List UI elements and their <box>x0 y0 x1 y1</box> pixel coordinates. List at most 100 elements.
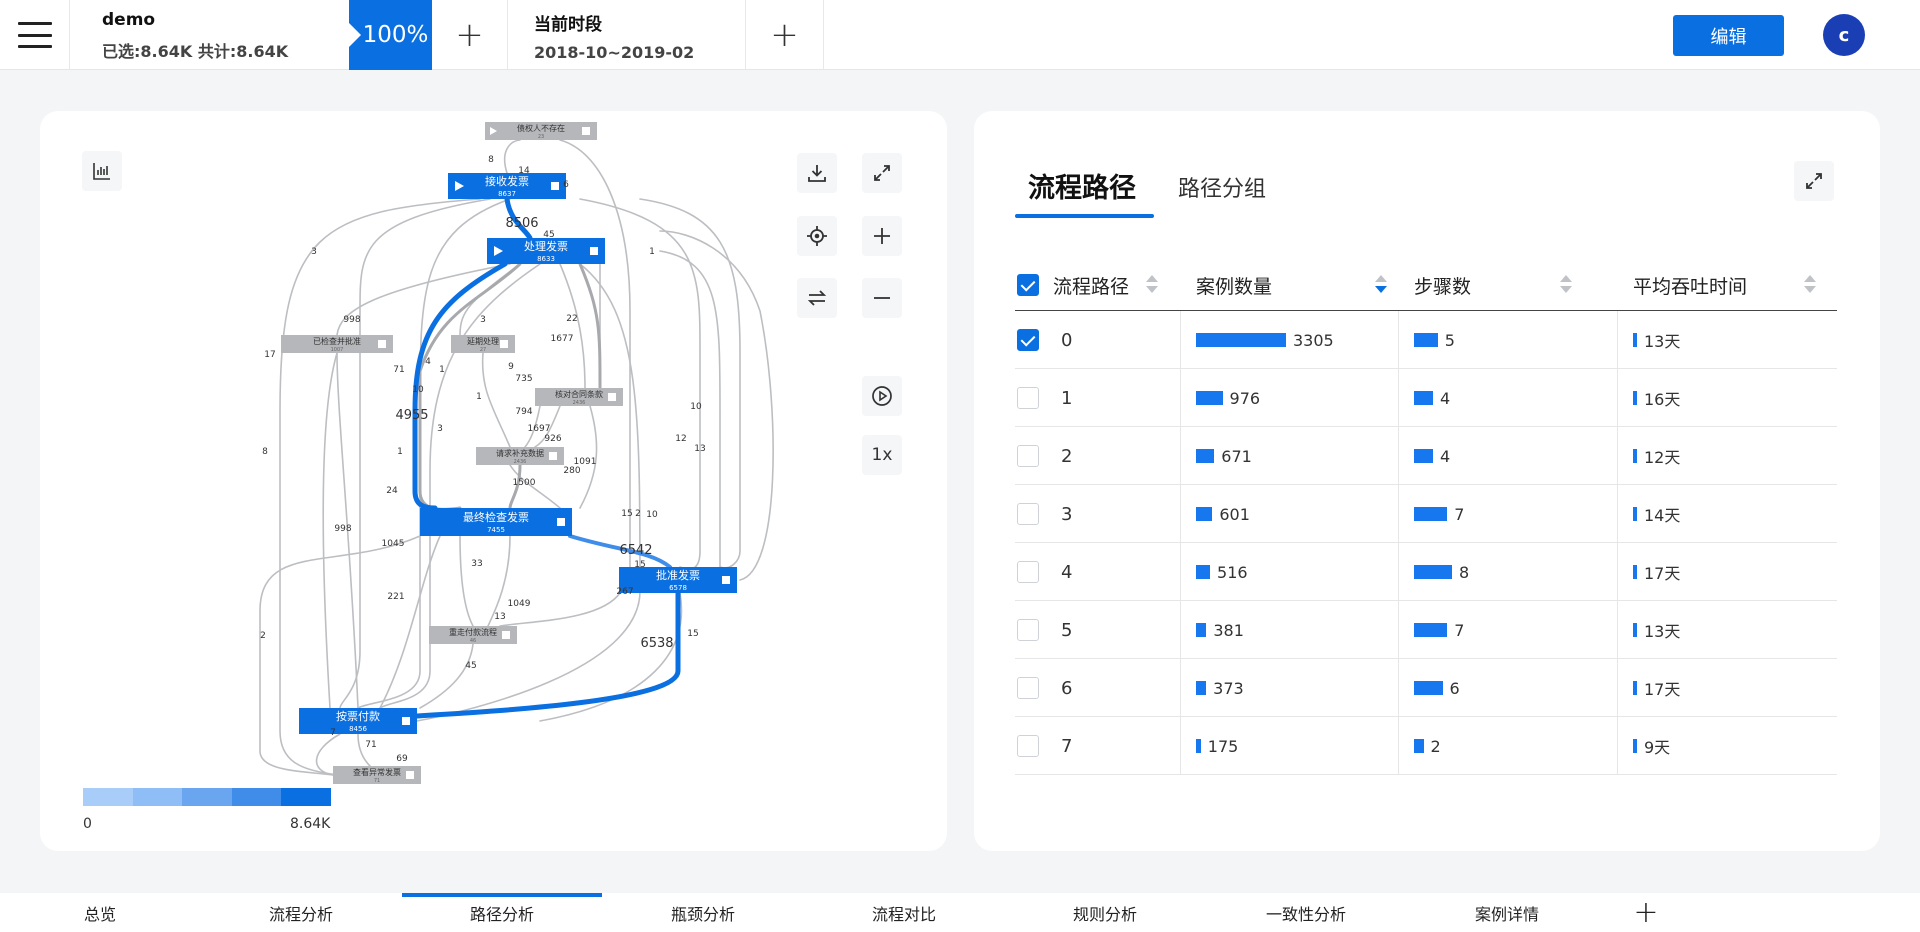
nav-conformance-analysis[interactable]: 一致性分析 <box>1265 904 1346 924</box>
sort-steps-control[interactable] <box>1560 275 1572 293</box>
row-checkbox[interactable] <box>1017 387 1039 409</box>
steps-value: 4 <box>1440 446 1451 466</box>
flow-edge <box>659 250 721 568</box>
animation-speed-button[interactable]: 1x <box>862 435 902 475</box>
flow-edge <box>639 198 741 569</box>
row-checkbox-cell: 0 <box>1017 311 1072 369</box>
cases-bar <box>1196 333 1286 347</box>
edge-label: 1500 <box>513 478 536 488</box>
node-count: 8637 <box>498 190 516 198</box>
filter-percent-badge[interactable]: 100% <box>348 0 432 70</box>
node-count: 27 <box>480 347 486 353</box>
node-count: 1007 <box>331 347 344 353</box>
nav-path-analysis[interactable]: 路径分析 <box>402 893 602 932</box>
throughput-value: 13天 <box>1644 332 1681 351</box>
add-period-button[interactable]: + <box>746 0 824 70</box>
add-analysis-button[interactable]: + <box>1633 895 1659 930</box>
node-count: 2436 <box>573 400 586 406</box>
edge-label: 15 <box>621 509 632 519</box>
tab-path-groups[interactable]: 路径分组 <box>1178 177 1267 202</box>
nav-bottleneck-analysis[interactable]: 瓶颈分析 <box>670 904 735 924</box>
row-checkbox[interactable] <box>1017 735 1039 757</box>
row-checkbox[interactable] <box>1017 503 1039 525</box>
row-checkbox[interactable] <box>1017 677 1039 699</box>
period-selector[interactable]: 当前时段 2018-10~2019-02 <box>508 0 746 70</box>
tab-process-paths[interactable]: 流程路径 <box>1028 173 1136 204</box>
row-checkbox[interactable] <box>1017 329 1039 351</box>
zoom-in-button[interactable] <box>862 216 902 256</box>
sort-cases-control[interactable] <box>1375 275 1387 293</box>
column-divider <box>1617 601 1618 659</box>
edit-button[interactable]: 编辑 <box>1673 15 1784 56</box>
locate-button[interactable] <box>797 216 837 256</box>
column-divider <box>1180 717 1181 775</box>
sort-throughput-control[interactable] <box>1804 275 1816 293</box>
row-checkbox[interactable] <box>1017 561 1039 583</box>
panel-expand-button[interactable] <box>1794 161 1834 201</box>
edge-label: 10 <box>690 402 702 412</box>
download-button[interactable] <box>797 153 837 193</box>
avatar[interactable]: c <box>1823 14 1865 56</box>
cases-cell: 671 <box>1196 427 1252 485</box>
path-index: 2 <box>1061 445 1073 467</box>
nav-overview[interactable]: 总览 <box>83 904 116 924</box>
column-divider <box>1398 659 1399 717</box>
edge-label: 735 <box>515 374 532 384</box>
top-bar: demo 已选:8.64K 共计:8.64K 100% + 当前时段 2018-… <box>0 0 1920 70</box>
nav-rule-analysis[interactable]: 规则分析 <box>1072 904 1137 924</box>
steps-bar <box>1414 507 1448 521</box>
throughput-bar <box>1633 739 1637 753</box>
swap-direction-button[interactable] <box>797 278 837 318</box>
animation-play-button[interactable] <box>862 376 902 416</box>
statistics-button[interactable] <box>82 151 122 191</box>
nav-case-details[interactable]: 案例详情 <box>1474 904 1539 924</box>
menu-button[interactable] <box>0 0 70 70</box>
steps-bar <box>1414 565 1452 579</box>
sort-path-control[interactable] <box>1146 275 1158 293</box>
zoom-out-button[interactable] <box>862 278 902 318</box>
column-divider <box>1180 659 1181 717</box>
cases-bar <box>1196 507 1213 521</box>
column-divider <box>1617 543 1618 601</box>
fullscreen-button[interactable] <box>862 153 902 193</box>
dataset-selector[interactable]: demo 已选:8.64K 共计:8.64K <box>70 0 350 70</box>
edge-label: 794 <box>515 407 532 417</box>
add-filter-button[interactable]: + <box>432 0 508 70</box>
node-label: 请求补充数据 <box>496 448 544 458</box>
column-divider <box>1617 485 1618 543</box>
column-divider <box>1180 369 1181 427</box>
edge-label: 71 <box>365 740 376 750</box>
path-index: 5 <box>1061 619 1073 641</box>
edge-label: 15 <box>634 560 645 570</box>
flow-edge <box>499 592 621 627</box>
nav-process-analysis[interactable]: 流程分析 <box>268 904 333 924</box>
flow-edge <box>509 464 561 509</box>
row-checkbox[interactable] <box>1017 445 1039 467</box>
cases-cell: 516 <box>1196 543 1248 601</box>
select-all-checkbox[interactable] <box>1017 274 1039 296</box>
row-checkbox[interactable] <box>1017 619 1039 641</box>
nav-process-compare[interactable]: 流程对比 <box>871 904 936 924</box>
